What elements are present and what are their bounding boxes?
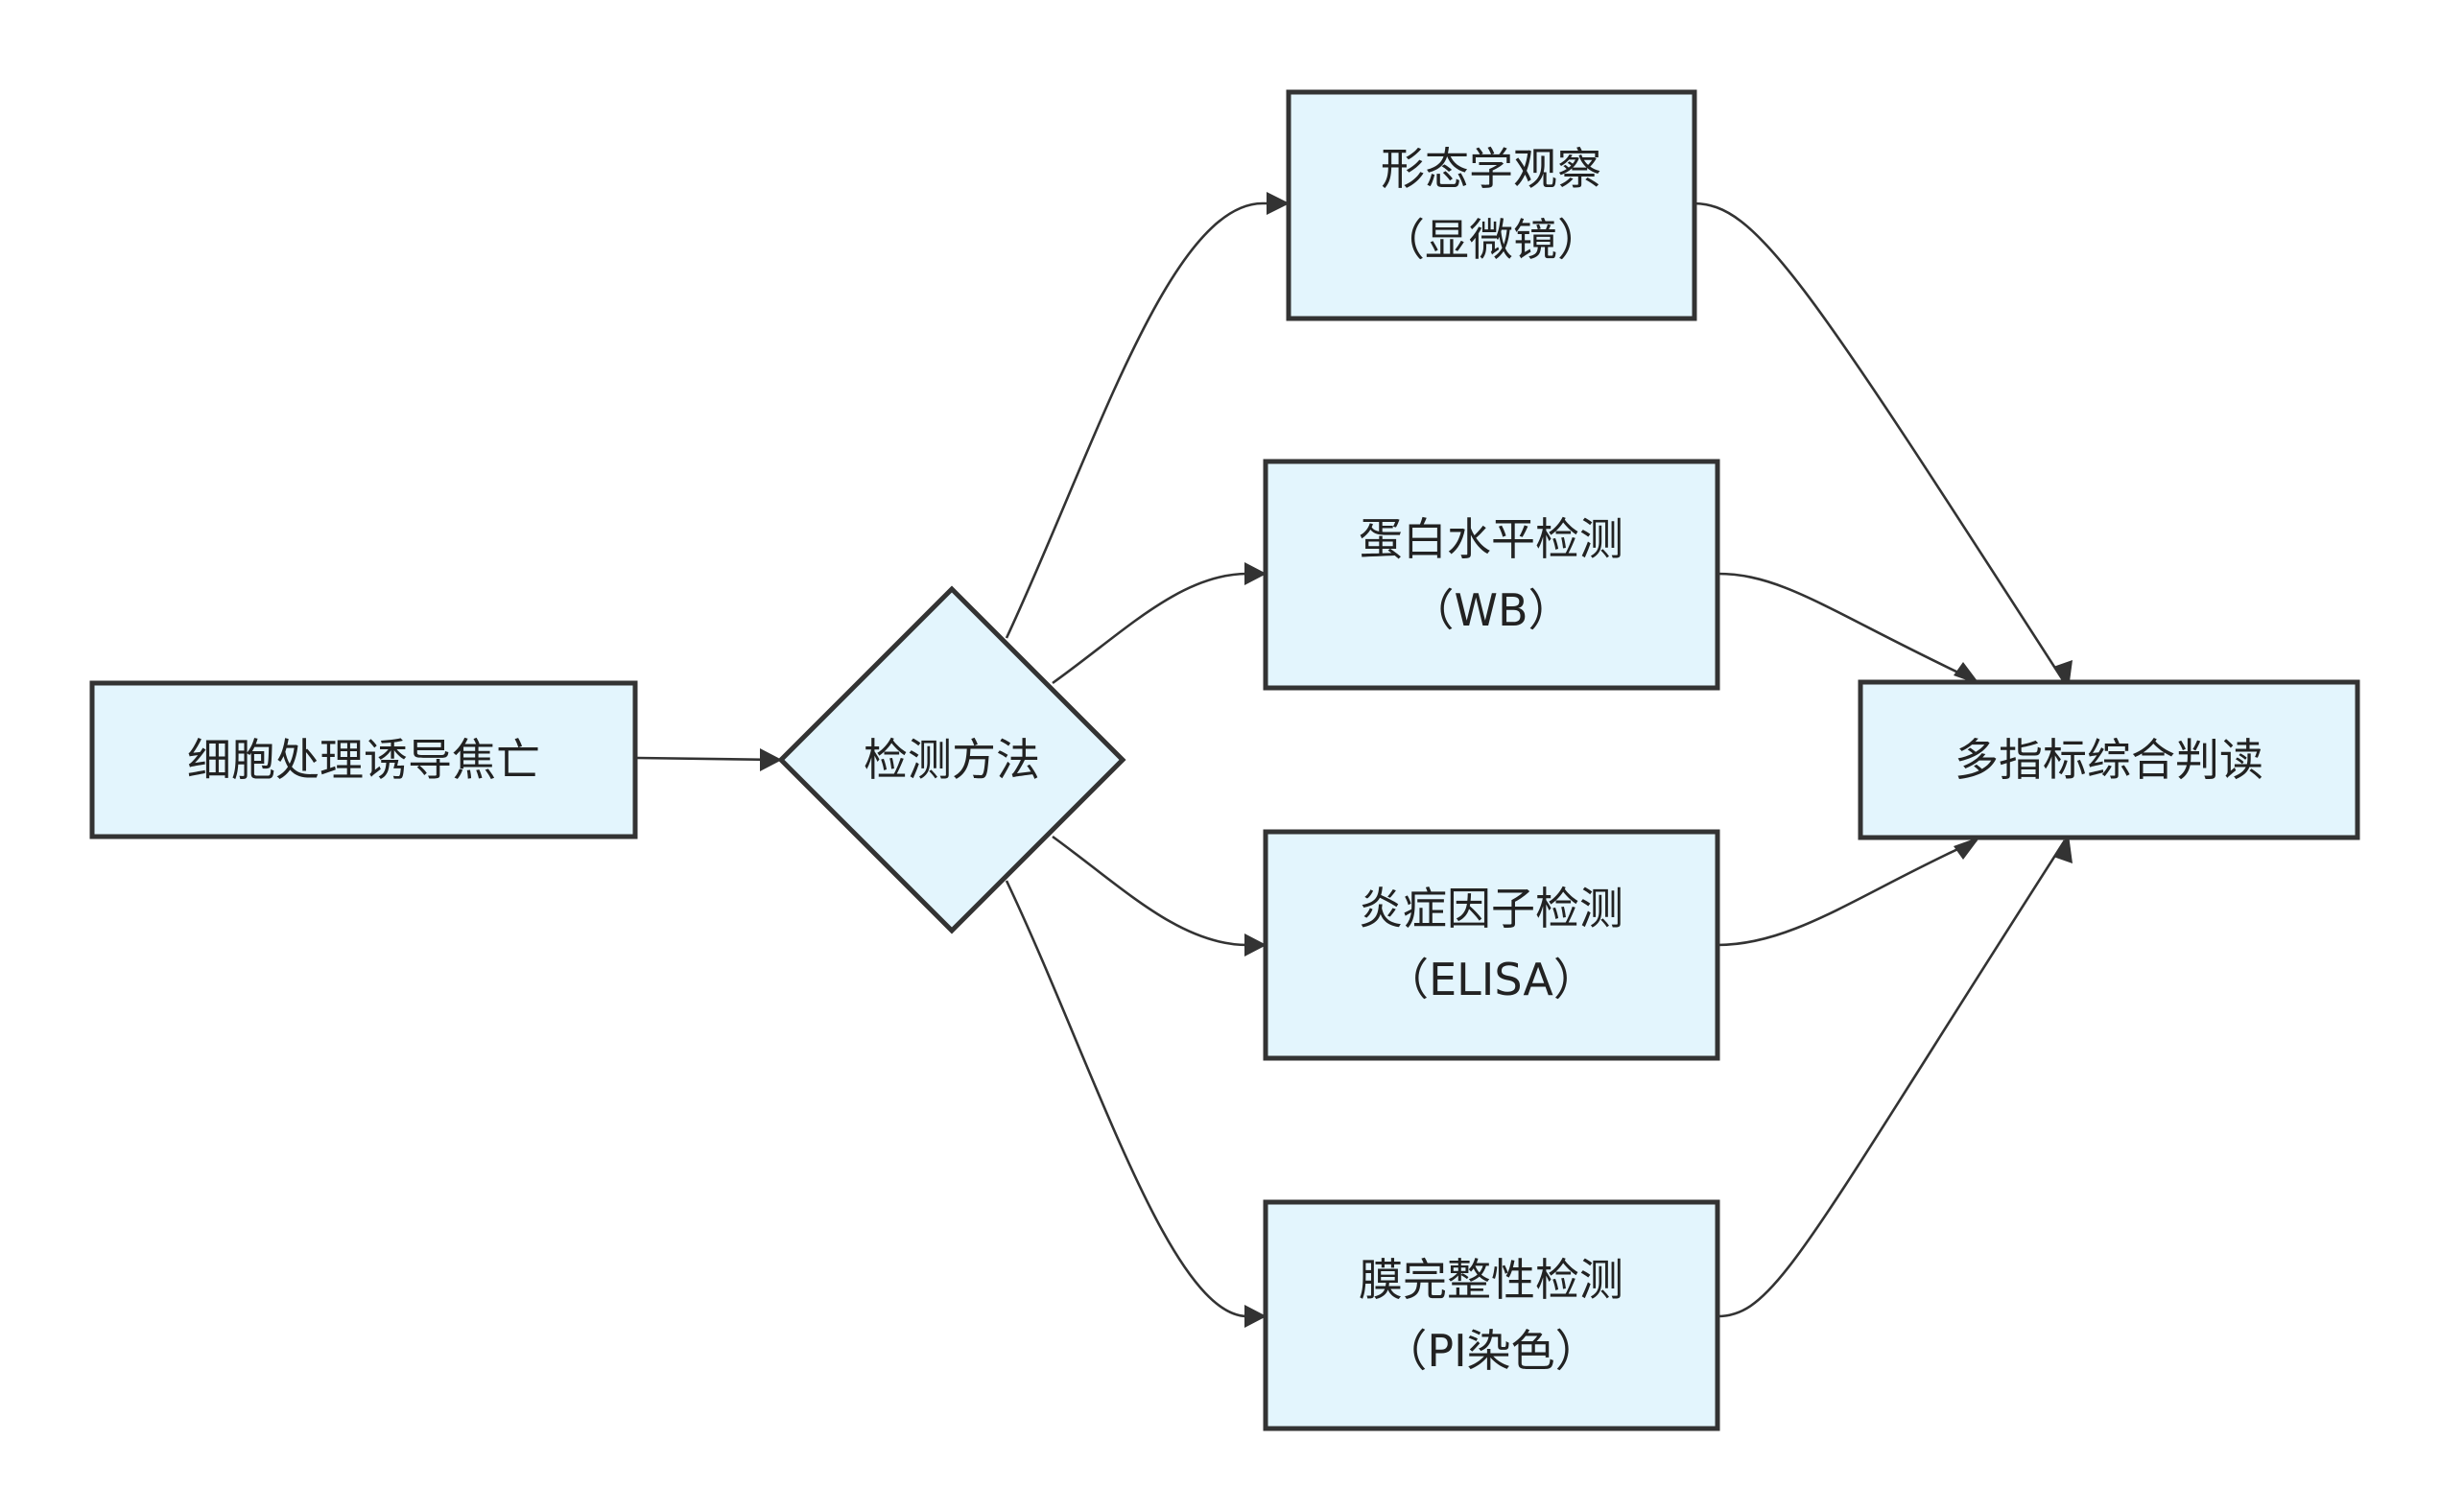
node-inflammation: 炎症因子检测 （ELISA） <box>1263 829 1720 1061</box>
edge-protein-to-result <box>1717 572 1978 683</box>
node-protein: 蛋白水平检测 （WB） <box>1263 459 1720 691</box>
node-inflammation-line-2: （ELISA） <box>1385 954 1598 1005</box>
edge-morphology-to-result <box>1693 201 2067 684</box>
node-inflammation-line-1: 炎症因子检测 <box>1359 883 1623 934</box>
node-morphology-line-1: 形态学观察 <box>1381 143 1601 195</box>
node-morphology: 形态学观察 （显微镜） <box>1286 89 1697 321</box>
edge-decision-to-membrane <box>1005 880 1264 1318</box>
node-start-line-1: 细胞处理诱导焦亡 <box>187 734 540 786</box>
node-result-line-1: 多指标综合判读 <box>1954 734 2263 786</box>
arrowhead-decision-to-inflammation <box>1244 933 1267 957</box>
node-morphology-line-2: （显微镜） <box>1381 214 1601 266</box>
edge-membrane-to-result <box>1717 839 2067 1318</box>
node-result: 多指标综合判读 <box>1858 679 2360 840</box>
arrowheads <box>760 192 2073 1328</box>
edge-inflammation-to-result <box>1717 839 1978 947</box>
arrowhead-membrane-to-result <box>2053 835 2073 863</box>
arrowhead-decision-to-protein <box>1244 562 1267 585</box>
edge-decision-to-inflammation <box>1052 835 1264 947</box>
node-membrane-line-1: 膜完整性检测 <box>1359 1254 1623 1306</box>
node-decision: 检测方法 <box>777 585 1126 934</box>
node-start: 细胞处理诱导焦亡 <box>89 680 638 839</box>
node-decision-line-1: 检测方法 <box>864 734 1040 786</box>
node-membrane-line-2: （PI染色） <box>1383 1325 1599 1377</box>
arrowhead-decision-to-membrane <box>1244 1305 1267 1328</box>
arrowhead-start-to-decision <box>760 748 782 771</box>
arrowhead-decision-to-morphology <box>1267 192 1290 215</box>
arrowhead-inflammation-to-result <box>1954 837 1980 860</box>
edges <box>636 201 2067 1318</box>
edge-start-to-decision <box>636 756 781 764</box>
node-membrane: 膜完整性检测 （PI染色） <box>1263 1199 1720 1431</box>
node-protein-line-2: （WB） <box>1410 584 1572 636</box>
node-protein-line-1: 蛋白水平检测 <box>1359 513 1623 565</box>
edge-decision-to-protein <box>1052 572 1264 685</box>
arrowhead-protein-to-result <box>1954 662 1980 685</box>
edge-decision-to-morphology <box>1005 201 1287 639</box>
